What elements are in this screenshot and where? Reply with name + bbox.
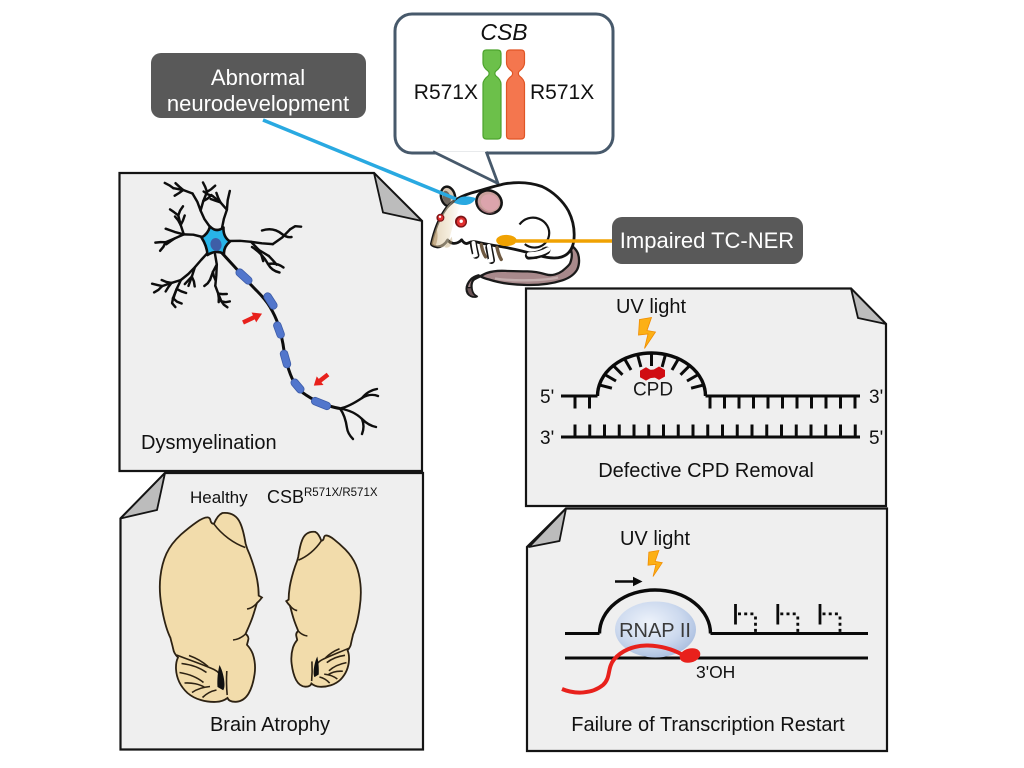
svg-text:5': 5' bbox=[540, 387, 554, 408]
svg-text:Healthy: Healthy bbox=[190, 488, 248, 507]
svg-text:CSB: CSB bbox=[480, 19, 527, 45]
svg-text:3'OH: 3'OH bbox=[696, 662, 735, 682]
svg-text:neurodevelopment: neurodevelopment bbox=[167, 91, 349, 116]
svg-text:R571X: R571X bbox=[414, 81, 478, 104]
svg-text:5': 5' bbox=[869, 428, 883, 449]
svg-text:CPD: CPD bbox=[633, 380, 673, 401]
svg-text:UV light: UV light bbox=[616, 296, 686, 318]
svg-text:RNAP II: RNAP II bbox=[619, 620, 691, 642]
svg-text:Failure of Transcription Resta: Failure of Transcription Restart bbox=[571, 714, 845, 736]
svg-text:R571X/R571X: R571X/R571X bbox=[304, 487, 378, 499]
svg-text:Brain Atrophy: Brain Atrophy bbox=[210, 714, 330, 736]
svg-text:CSB: CSB bbox=[267, 487, 304, 507]
svg-text:R571X: R571X bbox=[530, 81, 594, 104]
svg-text:3': 3' bbox=[540, 428, 554, 449]
svg-text:UV light: UV light bbox=[620, 528, 690, 550]
svg-text:3': 3' bbox=[869, 387, 883, 408]
svg-text:Impaired TC-NER: Impaired TC-NER bbox=[620, 228, 794, 253]
svg-text:Dysmyelination: Dysmyelination bbox=[141, 432, 277, 454]
svg-text:Abnormal: Abnormal bbox=[211, 65, 305, 90]
svg-text:Defective CPD Removal: Defective CPD Removal bbox=[598, 460, 814, 482]
